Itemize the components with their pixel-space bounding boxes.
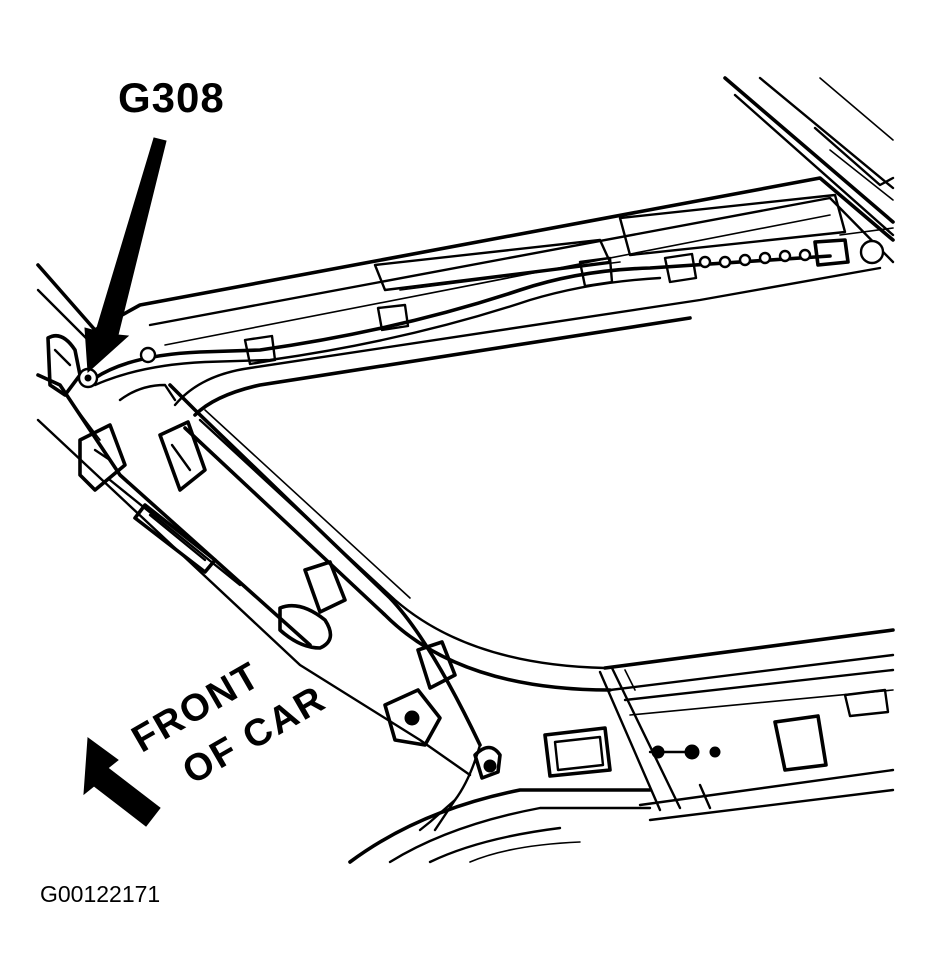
callout-arrow-icon: [84, 137, 167, 374]
ground-g308: G308: [77, 74, 225, 389]
figure-code: G00122171: [40, 881, 160, 907]
callout-label: G308: [118, 74, 225, 121]
arrow-left-down-icon: [83, 737, 161, 827]
